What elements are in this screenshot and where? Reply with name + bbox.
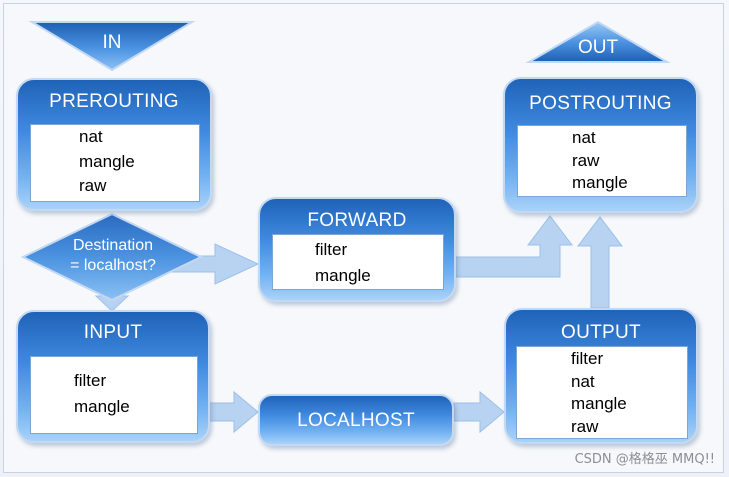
- prerouting-box: PREROUTING nat mangle raw: [16, 78, 212, 211]
- table-item: mangle: [74, 397, 130, 416]
- forward-box: FORWARD filter mangle: [258, 197, 456, 302]
- decision-line2: = localhost?: [70, 257, 156, 274]
- localhost-box: LOCALHOST: [258, 394, 454, 446]
- arrow-input-to-localhost: [208, 390, 259, 434]
- localhost-label: LOCALHOST: [297, 410, 415, 431]
- table-item: nat: [79, 127, 103, 146]
- forward-table-list: filter mangle: [272, 234, 444, 290]
- arrow-to-forward: [171, 243, 260, 285]
- table-item: raw: [572, 151, 600, 170]
- input-title: INPUT: [83, 322, 143, 343]
- postrouting-box: POSTROUTING nat raw mangle: [503, 77, 698, 213]
- table-item: filter: [571, 349, 604, 368]
- table-item: raw: [571, 417, 599, 436]
- output-box: OUTPUT filter nat mangle raw: [504, 308, 698, 444]
- in-label: IN: [103, 32, 122, 53]
- output-table-list: filter nat mangle raw: [516, 346, 688, 439]
- arrow-output-to-postrouting: [576, 216, 624, 309]
- table-item: raw: [79, 176, 107, 195]
- table-item: filter: [315, 240, 348, 259]
- arrow-localhost-to-output: [453, 390, 505, 434]
- output-title: OUTPUT: [561, 322, 641, 343]
- watermark: CSDN @格格巫 MMQ!!: [574, 452, 715, 467]
- input-box: INPUT filter mangle: [16, 310, 210, 443]
- table-item: mangle: [79, 152, 135, 171]
- table-item: nat: [571, 372, 595, 391]
- table-item: nat: [572, 128, 596, 147]
- table-item: mangle: [571, 394, 627, 413]
- forward-title: FORWARD: [307, 210, 407, 231]
- table-item: filter: [74, 371, 107, 390]
- table-item: mangle: [572, 173, 628, 192]
- postrouting-title: POSTROUTING: [529, 93, 672, 114]
- decision-line1: Destination: [73, 237, 153, 254]
- out-triangle: [525, 20, 671, 63]
- out-label: OUT: [578, 37, 619, 58]
- postrouting-table-list: nat raw mangle: [517, 125, 687, 197]
- input-table-list: filter mangle: [30, 356, 198, 434]
- arrow-forward-to-postrouting: [455, 215, 574, 278]
- prerouting-table-list: nat mangle raw: [30, 124, 200, 202]
- prerouting-title: PREROUTING: [49, 91, 179, 112]
- table-item: mangle: [315, 266, 371, 285]
- decision-diamond: [20, 212, 204, 302]
- in-triangle: [28, 21, 196, 72]
